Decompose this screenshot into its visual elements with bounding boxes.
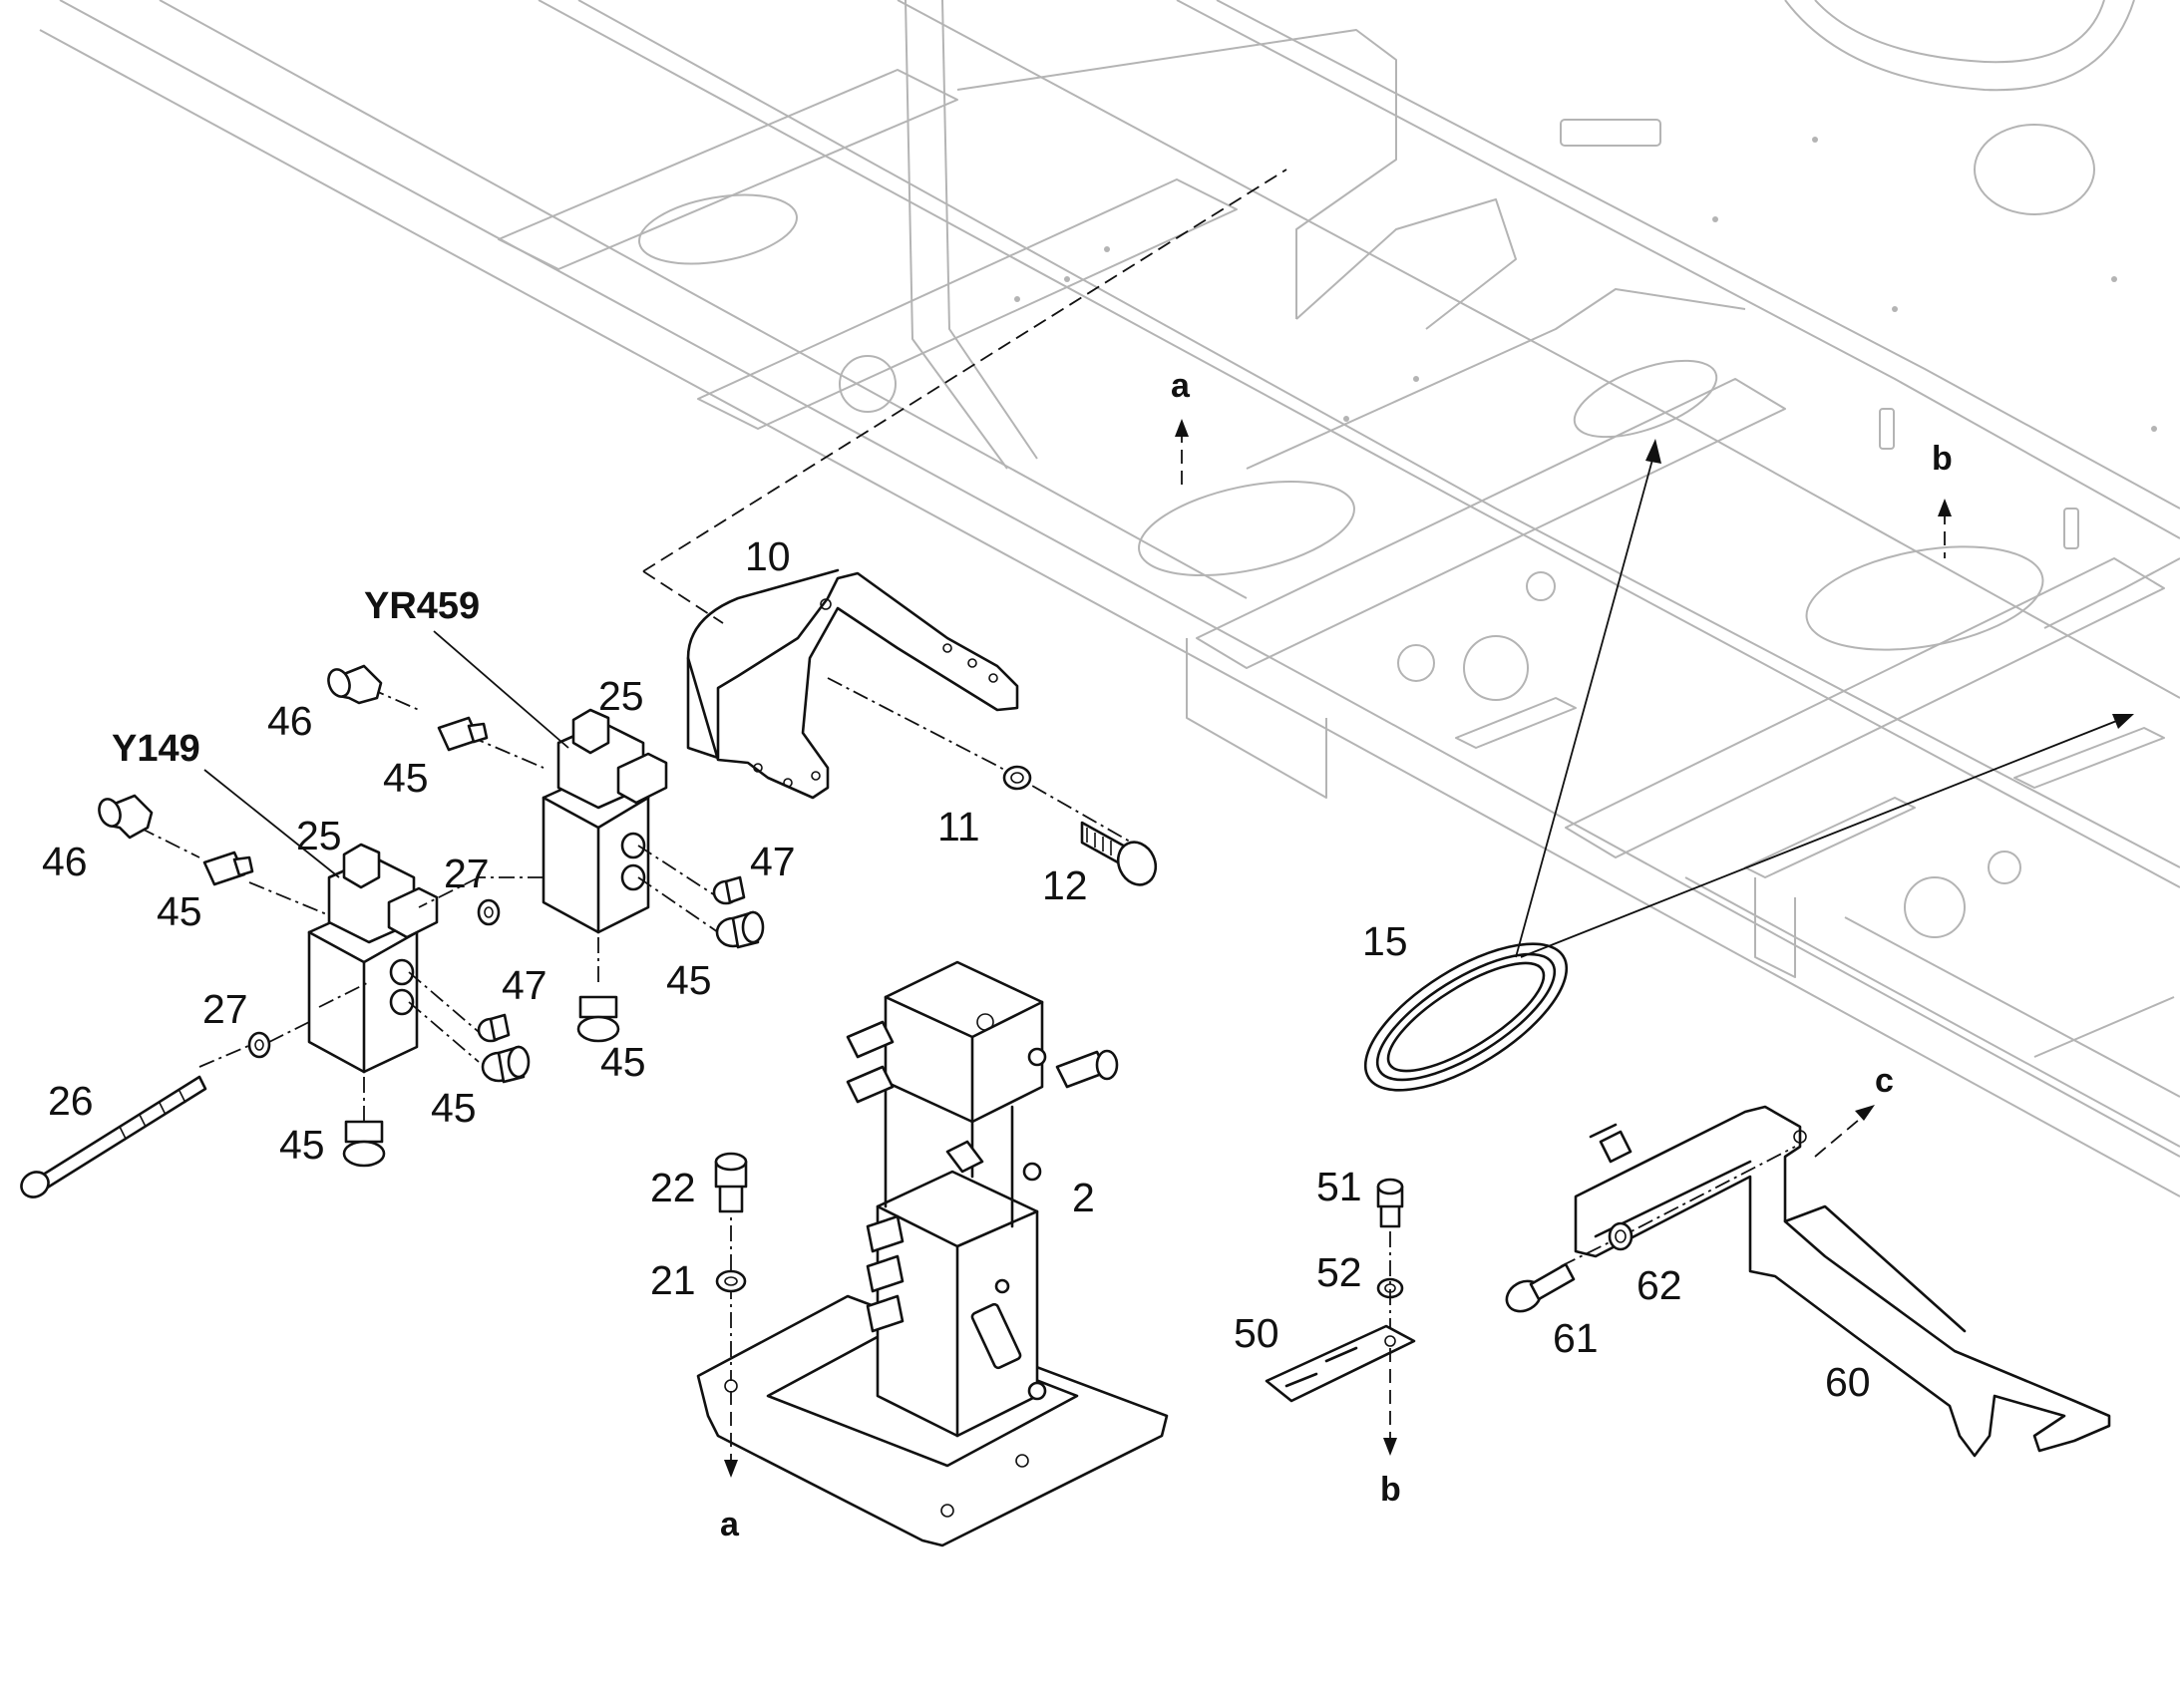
- washer-27-upper: [477, 898, 501, 926]
- support-bracket-60: [1574, 1105, 2111, 1458]
- callout-45-upper-right: 45: [666, 957, 712, 1003]
- callout-2: 2: [1072, 1175, 1095, 1220]
- machine-frame-ghost: [39, 0, 2180, 1197]
- ref-a-bottom: a: [720, 1506, 740, 1543]
- callout-27-upper: 27: [444, 851, 490, 896]
- cap-screw-22: [714, 1152, 748, 1213]
- callout-22: 22: [650, 1165, 696, 1210]
- cap-screw-61: [1505, 1262, 1576, 1313]
- ref-b-bottom: b: [1380, 1471, 1401, 1509]
- callout-11: 11: [937, 804, 980, 850]
- solenoid-valve-y149: [307, 843, 439, 1074]
- bracket-10: [686, 568, 1019, 800]
- cap-screw-51: [1376, 1178, 1404, 1228]
- callout-46-lower: 46: [42, 839, 88, 884]
- callout-61: 61: [1553, 1315, 1599, 1361]
- callout-27-lower: 27: [202, 986, 248, 1032]
- leader-yr459: [433, 630, 569, 749]
- reference-arrow-a-bottom: [724, 1391, 738, 1478]
- ref-c: c: [1875, 1062, 1894, 1100]
- solenoid-valve-yr459: [542, 708, 668, 934]
- callout-12: 12: [1042, 862, 1088, 908]
- adapter-45-lower-bottom: [342, 1120, 386, 1168]
- centerline-lower-fittings: [139, 827, 480, 1127]
- callout-50: 50: [1234, 1310, 1279, 1356]
- callout-45-lower-bottom: 45: [279, 1122, 325, 1168]
- washer-62: [1608, 1221, 1634, 1251]
- adapter-45-upper-bottom: [576, 995, 620, 1043]
- callout-labels: 10 11 12 15 25 25 46 46 45 45 45 45 45 4…: [42, 533, 1871, 1405]
- component-tags: YR459 Y149: [112, 585, 480, 770]
- callout-51: 51: [1316, 1164, 1362, 1209]
- tag-yr459: YR459: [364, 585, 480, 627]
- callout-26: 26: [48, 1078, 94, 1124]
- callout-52: 52: [1316, 1249, 1362, 1295]
- leader-15-to-frame-a: [1515, 448, 1656, 958]
- ref-a-top: a: [1171, 367, 1191, 405]
- reference-arrow-a-top: [1175, 419, 1189, 487]
- callout-25-lower: 25: [296, 813, 342, 858]
- callout-15: 15: [1362, 918, 1408, 964]
- valve-block-assembly-2: [696, 960, 1169, 1547]
- leader-y149: [203, 769, 340, 878]
- callout-25-upper: 25: [598, 673, 644, 719]
- adapter-45-lower-a: [202, 851, 254, 886]
- plug-47-upper: [712, 875, 746, 905]
- tag-y149: Y149: [112, 728, 200, 770]
- long-bolt-26: [20, 1075, 207, 1198]
- elbow-fitting-46-upper: [327, 664, 383, 705]
- washer-21: [715, 1269, 747, 1293]
- centerline-upper-fittings: [368, 687, 719, 987]
- washer-27-lower: [247, 1031, 271, 1059]
- callout-10: 10: [745, 533, 791, 579]
- callout-46-upper: 46: [267, 698, 313, 744]
- adapter-45-upper-right: [715, 910, 765, 949]
- reference-arrow-c: [1814, 1105, 1875, 1158]
- callout-45-upper: 45: [383, 755, 429, 801]
- centerline-bolt-12: [827, 677, 1138, 847]
- adapter-45-lower-right: [481, 1045, 531, 1084]
- elbow-fitting-46-lower: [98, 794, 154, 840]
- grommet-15: [1363, 942, 1569, 1092]
- plug-47-lower: [477, 1013, 511, 1043]
- callout-47-upper: 47: [750, 839, 796, 884]
- leader-15-to-frame-b: [1520, 717, 2125, 958]
- callout-47-lower: 47: [502, 962, 547, 1008]
- adapter-45-upper-a: [437, 716, 489, 752]
- mounting-phantom-line: [642, 169, 1287, 624]
- callout-62: 62: [1636, 1262, 1682, 1308]
- callout-60: 60: [1825, 1359, 1871, 1405]
- washer-11: [1002, 765, 1032, 791]
- cap-screw-12: [1080, 821, 1158, 886]
- callout-45-upper-bottom: 45: [600, 1039, 646, 1085]
- callout-45-lower-right: 45: [431, 1085, 477, 1131]
- reference-letters: a a b b c: [720, 367, 1953, 1543]
- clip-plate-50: [1265, 1324, 1416, 1403]
- ref-b-top: b: [1932, 440, 1953, 478]
- reference-arrow-b-top: [1938, 499, 1952, 558]
- callout-21: 21: [650, 1257, 696, 1303]
- reference-arrow-b-bottom: [1383, 1348, 1397, 1456]
- callout-45-lower: 45: [157, 888, 202, 934]
